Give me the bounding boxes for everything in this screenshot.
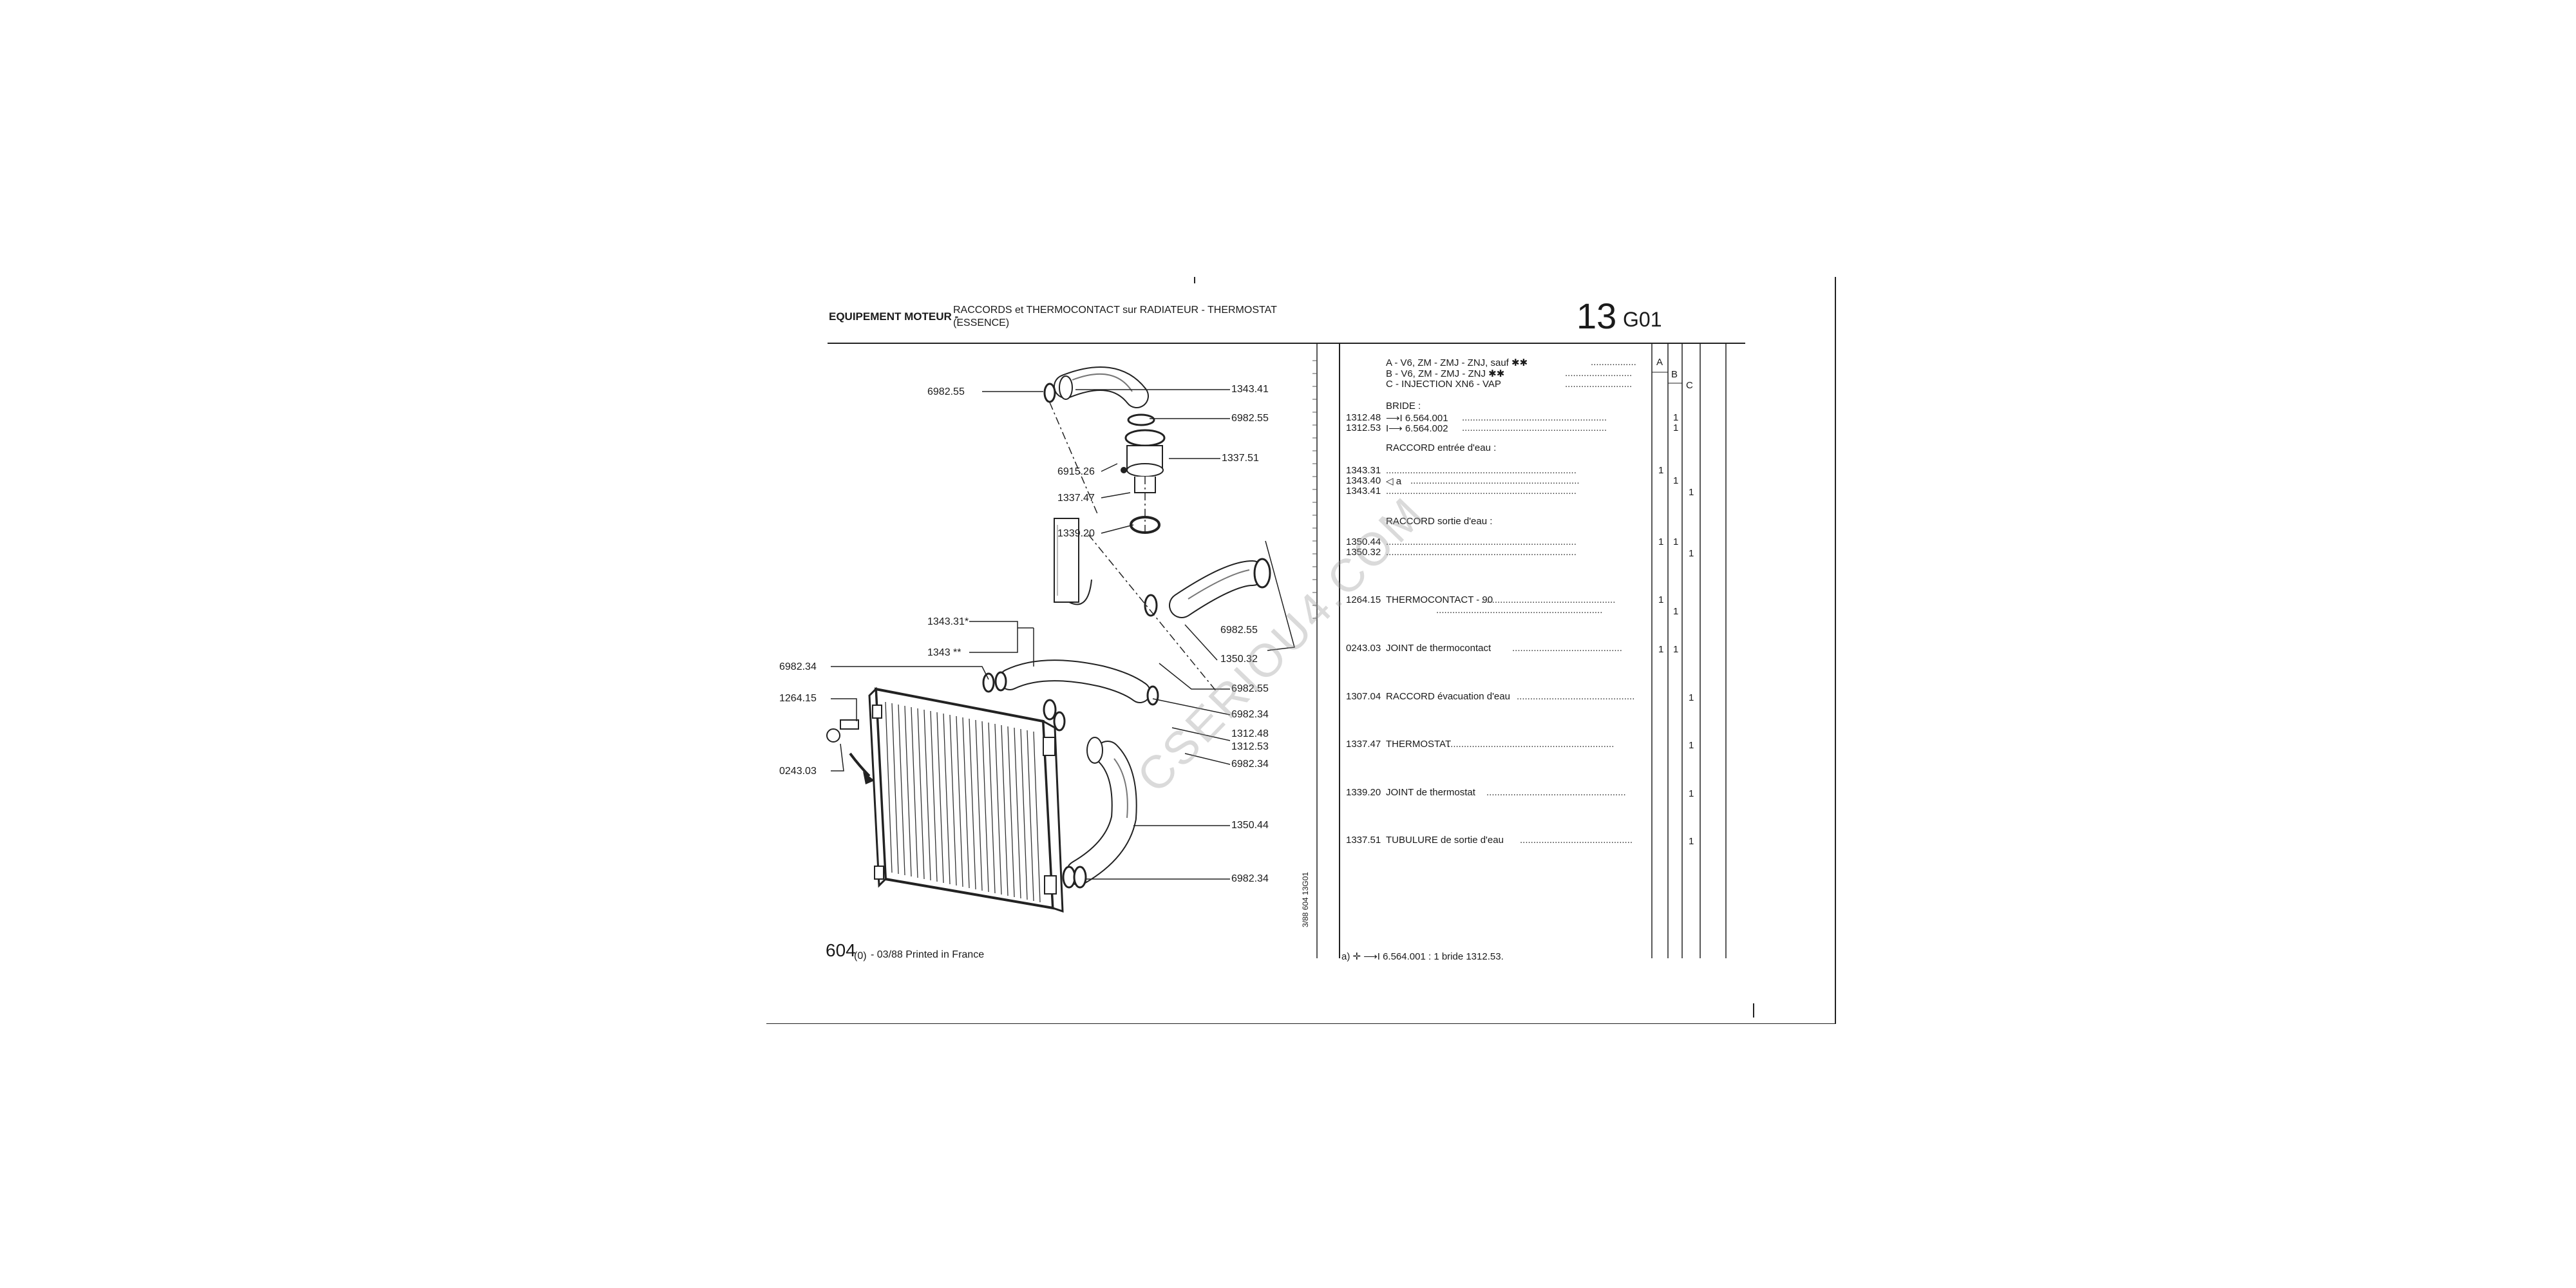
row-ref: 1264.15 — [1346, 594, 1381, 605]
qty-a: 1 — [1658, 465, 1664, 476]
qty-b: 1 — [1673, 475, 1679, 486]
row-ref: 1312.53 — [1346, 422, 1381, 433]
row-desc: JOINT de thermostat — [1386, 787, 1475, 798]
row-ref: 1343.40 — [1346, 475, 1381, 486]
legend-col-c: C — [1686, 380, 1693, 391]
callout-1350-32: 1350.32 — [1220, 654, 1258, 665]
row-ref: 1343.31 — [1346, 465, 1381, 476]
row-desc: ⟶I 6.564.001 — [1386, 413, 1448, 424]
legend-c: C - INJECTION XN6 - VAP — [1386, 379, 1501, 390]
row-ref: 1337.47 — [1346, 739, 1381, 750]
qty-a: 1 — [1658, 536, 1664, 547]
group-heading-raccord-sortie: RACCORD sortie d'eau : — [1386, 516, 1493, 527]
callout-6982-34-b: 6982.34 — [1231, 709, 1269, 720]
callout-6982-34-d: 6982.34 — [1231, 873, 1269, 884]
callout-1339-20: 1339.20 — [1057, 528, 1095, 539]
row-ref: 1343.41 — [1346, 486, 1381, 497]
legend-col-a: A — [1656, 357, 1663, 368]
callout-1337-51: 1337.51 — [1222, 453, 1259, 464]
qty-a: 1 — [1658, 644, 1664, 655]
row-ref: 1307.04 — [1346, 691, 1381, 702]
model-suffix: (0) — [854, 951, 867, 961]
row-ref: 1350.32 — [1346, 547, 1381, 558]
qty-b: 1 — [1673, 644, 1679, 655]
callout-1343-31: 1343.31* — [927, 616, 969, 627]
parts-diagram — [766, 277, 1836, 1024]
radiator-drawing — [868, 687, 1064, 913]
group-heading-bride: BRIDE : — [1386, 401, 1421, 412]
qty-c: 1 — [1689, 788, 1694, 799]
qty-c: 1 — [1689, 548, 1694, 559]
qty-c: 1 — [1689, 487, 1694, 498]
qty-c: 1 — [1689, 836, 1694, 847]
page-subtitle-line2: (ESSENCE) — [953, 317, 1010, 328]
page-title: EQUIPEMENT MOTEUR - — [829, 310, 959, 323]
section-number: 13 — [1577, 296, 1617, 336]
row-ref: 1337.51 — [1346, 835, 1381, 846]
row-desc: THERMOCONTACT - 90 — [1386, 594, 1493, 605]
row-ref: 1350.44 — [1346, 536, 1381, 547]
callout-1343-41: 1343.41 — [1231, 384, 1269, 395]
row-ref: 1339.20 — [1346, 787, 1381, 798]
legend-a: A - V6, ZM - ZMJ - ZNJ, sauf ✱✱ — [1386, 357, 1528, 368]
callout-1343: 1343 ** — [927, 647, 961, 658]
qty-a: 1 — [1658, 594, 1664, 605]
callout-1312-53: 1312.53 — [1231, 741, 1269, 752]
callout-1350-44: 1350.44 — [1231, 820, 1269, 831]
qty-c: 1 — [1689, 740, 1694, 751]
qty-b: 1 — [1673, 606, 1679, 617]
catalog-sheet: EQUIPEMENT MOTEUR - RACCORDS et THERMOCO… — [766, 277, 1842, 1024]
row-desc: ◁ a — [1386, 476, 1402, 487]
print-date: - 03/88 Printed in France — [871, 949, 985, 960]
model-number: 604 — [826, 940, 856, 960]
callout-6915-26: 6915.26 — [1057, 466, 1095, 477]
group-heading-raccord-entree: RACCORD entrée d'eau : — [1386, 442, 1497, 453]
callout-0243-03: 0243.03 — [779, 766, 817, 777]
row-desc: JOINT de thermocontact — [1386, 643, 1492, 654]
qty-c: 1 — [1689, 692, 1694, 703]
vertical-code: 3/88 604 13G01 — [1301, 871, 1310, 927]
row-desc: RACCORD évacuation d'eau — [1386, 691, 1510, 702]
callout-6982-34-c: 6982.34 — [1231, 759, 1269, 770]
callout-6982-55-b: 6982.55 — [1231, 413, 1269, 424]
legend-col-b: B — [1671, 369, 1678, 380]
qty-b: 1 — [1673, 412, 1679, 423]
qty-b: 1 — [1673, 536, 1679, 547]
row-ref: 1312.48 — [1346, 412, 1381, 423]
row-desc: THERMOSTAT — [1386, 739, 1452, 750]
callout-6982-55: 6982.55 — [927, 386, 965, 397]
table-footnote: a) ✛ ⟶I 6.564.001 : 1 bride 1312.53. — [1341, 951, 1504, 962]
section-code: G01 — [1623, 308, 1662, 331]
row-desc: I⟶ 6.564.002 — [1386, 423, 1448, 434]
callout-6982-34: 6982.34 — [779, 661, 817, 672]
callout-1264-15: 1264.15 — [779, 693, 817, 704]
callout-6982-55-c: 6982.55 — [1220, 625, 1258, 636]
legend-b: B - V6, ZM - ZMJ - ZNJ ✱✱ — [1386, 368, 1505, 379]
callout-1337-47: 1337.47 — [1057, 493, 1095, 504]
callout-6982-55-d: 6982.55 — [1231, 683, 1269, 694]
qty-b: 1 — [1673, 422, 1679, 433]
row-ref: 0243.03 — [1346, 643, 1381, 654]
page-subtitle-line1: RACCORDS et THERMOCONTACT sur RADIATEUR … — [953, 305, 1277, 316]
callout-1312-48: 1312.48 — [1231, 728, 1269, 739]
row-desc: TUBULURE de sortie d'eau — [1386, 835, 1504, 846]
